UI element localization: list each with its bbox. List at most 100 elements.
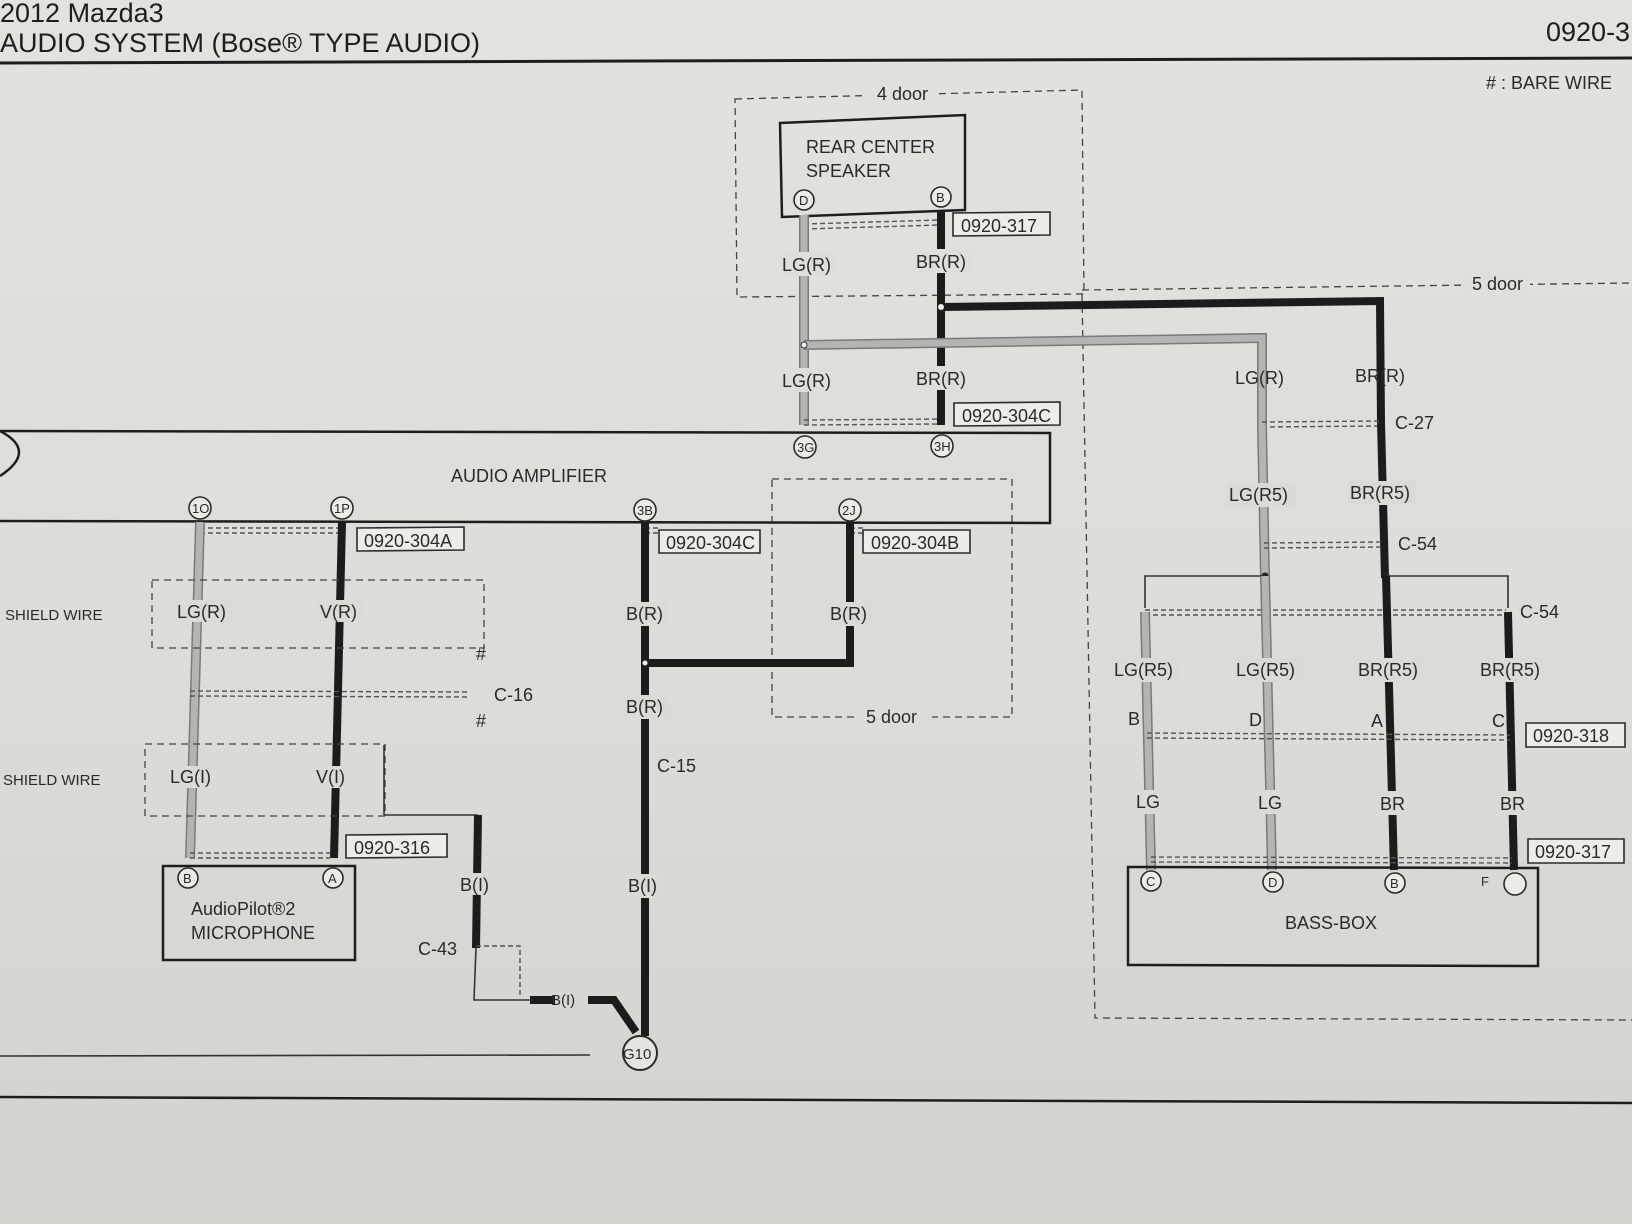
svg-text:LG(R): LG(R) bbox=[782, 255, 831, 275]
svg-text:LG(R5): LG(R5) bbox=[1236, 660, 1295, 680]
c27-connector bbox=[1261, 420, 1381, 428]
wire-v-mic bbox=[330, 521, 346, 859]
rear-center-speaker-label-1: REAR CENTER bbox=[806, 137, 935, 157]
c16-connector bbox=[189, 690, 471, 698]
four-door-zone bbox=[734, 89, 1085, 298]
ref-0920-317-bass bbox=[1527, 838, 1625, 864]
wire-brr-5door-branch bbox=[940, 296, 1385, 424]
svg-text:2J: 2J bbox=[842, 503, 856, 518]
microphone-label-1: AudioPilot®2 bbox=[191, 899, 295, 919]
svg-text:BR(R): BR(R) bbox=[1355, 366, 1405, 386]
svg-text:LG(R5): LG(R5) bbox=[1229, 485, 1288, 505]
svg-text:0920-317: 0920-317 bbox=[1535, 842, 1611, 862]
rear-center-speaker-box bbox=[778, 113, 967, 219]
svg-text:BR: BR bbox=[1500, 794, 1525, 814]
amp-pin-2j bbox=[838, 498, 862, 522]
mic-pin-a bbox=[322, 867, 344, 889]
svg-text:B: B bbox=[936, 190, 945, 205]
svg-text:LG: LG bbox=[1258, 793, 1282, 813]
svg-text:C: C bbox=[1146, 874, 1155, 889]
page-number: 0920-3 bbox=[1546, 17, 1630, 47]
ref-0920-316 bbox=[345, 833, 448, 859]
ground-g10 bbox=[622, 1035, 658, 1071]
shield-box-lower bbox=[144, 743, 386, 817]
svg-text:3G: 3G bbox=[797, 440, 814, 455]
c54-connector-upper bbox=[1263, 541, 1384, 549]
ref-0920-304a bbox=[356, 526, 465, 552]
svg-text:LG: LG bbox=[1136, 792, 1160, 812]
c54-label-lower: C-54 bbox=[1520, 602, 1559, 622]
svg-text:B(I): B(I) bbox=[460, 875, 489, 895]
speaker-pin-d bbox=[793, 189, 815, 211]
shield-box-upper bbox=[151, 579, 485, 649]
svg-text:B(R): B(R) bbox=[830, 604, 867, 624]
four-door-label: 4 door bbox=[877, 84, 928, 104]
wire-br-bass-f bbox=[1504, 611, 1518, 871]
svg-text:V(I): V(I) bbox=[316, 767, 345, 787]
audio-amplifier-label: AUDIO AMPLIFIER bbox=[451, 466, 607, 486]
bass-connector-upper bbox=[1146, 732, 1511, 741]
amp-pin-3h bbox=[930, 434, 954, 458]
svg-text:C: C bbox=[1492, 711, 1505, 731]
c43-label: C-43 bbox=[418, 939, 457, 959]
ref-0920-304b bbox=[862, 529, 971, 554]
svg-text:B: B bbox=[183, 871, 192, 886]
wire-lg-mic bbox=[186, 521, 204, 859]
shield-wire-label-1: SHIELD WIRE bbox=[5, 607, 103, 624]
ref-0920-304c-top bbox=[953, 401, 1061, 427]
amp-pin-3g bbox=[793, 435, 817, 459]
five-door-zone-border bbox=[1081, 293, 1632, 1021]
c27-label: C-27 bbox=[1395, 413, 1434, 433]
svg-text:BR(R5): BR(R5) bbox=[1350, 483, 1410, 503]
svg-text:F: F bbox=[1481, 874, 1489, 889]
ref-0920-318 bbox=[1525, 722, 1626, 748]
svg-text:#: # bbox=[476, 711, 486, 731]
svg-text:B(I): B(I) bbox=[628, 876, 657, 896]
wire-bi-to-ground bbox=[588, 996, 640, 1035]
svg-text:B: B bbox=[1128, 709, 1140, 729]
svg-text:1O: 1O bbox=[192, 501, 209, 516]
vehicle-title: 2012 Mazda3 bbox=[0, 0, 164, 28]
c43-connector bbox=[476, 945, 521, 998]
bare-wire-legend: # : BARE WIRE bbox=[1486, 73, 1612, 93]
svg-text:0920-318: 0920-318 bbox=[1533, 726, 1609, 746]
svg-text:BR(R5): BR(R5) bbox=[1480, 660, 1540, 680]
c15-label: C-15 bbox=[657, 756, 696, 776]
svg-text:B(I): B(I) bbox=[551, 992, 575, 1009]
ref-0920-317-speaker bbox=[952, 211, 1051, 237]
bass-pin-c bbox=[1140, 870, 1162, 892]
bass-pin-d bbox=[1262, 871, 1284, 893]
amp-pin-3b bbox=[633, 498, 657, 522]
wire-b-5door-branch bbox=[645, 522, 854, 667]
svg-text:3B: 3B bbox=[637, 503, 653, 518]
svg-text:BR(R): BR(R) bbox=[916, 369, 966, 389]
mic-amp-connector bbox=[200, 527, 340, 534]
ref-0920-304c-ground bbox=[658, 529, 761, 554]
mic-pin-b bbox=[177, 867, 199, 889]
ground-g10-label: G10 bbox=[623, 1046, 651, 1063]
five-door-amp-label: 5 door bbox=[866, 707, 917, 727]
svg-text:B(R): B(R) bbox=[626, 697, 663, 717]
wire-br-bass-b bbox=[1382, 575, 1398, 871]
svg-text:LG(R5): LG(R5) bbox=[1114, 660, 1173, 680]
bass-connector-lower bbox=[1150, 856, 1513, 864]
svg-text:0920-317: 0920-317 bbox=[961, 216, 1037, 236]
svg-text:B: B bbox=[1390, 876, 1399, 891]
footer-rule bbox=[0, 1095, 1632, 1105]
c16-label: C-16 bbox=[494, 685, 533, 705]
svg-text:D: D bbox=[1249, 710, 1262, 730]
microphone-label-2: MICROPHONE bbox=[191, 923, 315, 943]
svg-text:0920-304C: 0920-304C bbox=[962, 406, 1051, 426]
svg-text:B(R): B(R) bbox=[626, 604, 663, 624]
svg-text:0920-304C: 0920-304C bbox=[666, 533, 755, 553]
bass-pin-f bbox=[1503, 872, 1527, 896]
svg-text:0920-304B: 0920-304B bbox=[871, 533, 959, 553]
amp-pin-1p bbox=[330, 496, 354, 520]
svg-text:BR(R): BR(R) bbox=[916, 252, 966, 272]
svg-text:V(R): V(R) bbox=[320, 602, 357, 622]
rear-center-speaker-label-2: SPEAKER bbox=[806, 161, 891, 181]
bass-box bbox=[1126, 865, 1540, 968]
svg-text:0920-316: 0920-316 bbox=[354, 838, 430, 858]
